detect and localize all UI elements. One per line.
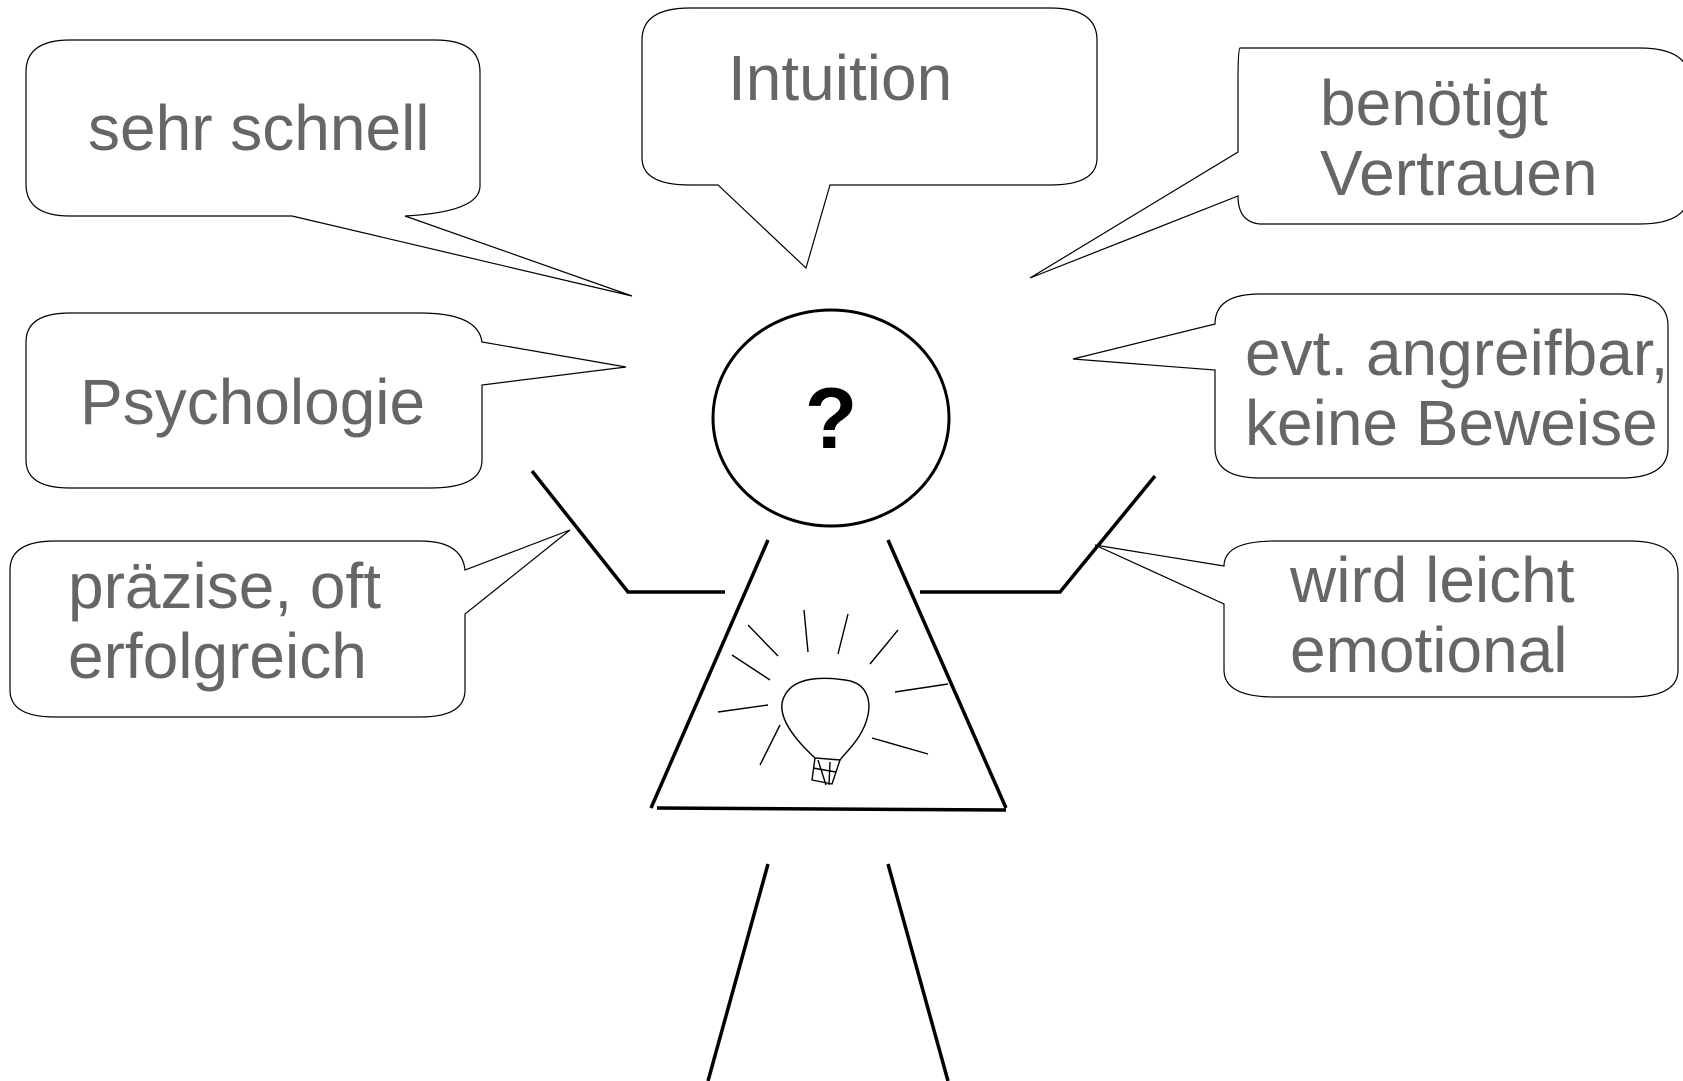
stick-figure: ?: [530, 308, 1157, 1081]
speech-bubble-shape: [1029, 47, 1683, 279]
bubble-benoetigt-vertrauen: benötigt Vertrauen: [1029, 47, 1683, 279]
bulb-base: [811, 757, 841, 786]
bulb-ray: [837, 613, 849, 655]
bulb-ray: [803, 609, 809, 653]
bubble-line: erfolgreich: [68, 620, 367, 692]
bulb-ray: [717, 704, 769, 713]
bubble-line: Psychologie: [80, 366, 425, 438]
bubble-line: evt. angreifbar,: [1245, 317, 1668, 389]
left-arm: [530, 469, 725, 594]
bubble-line: sehr schnell: [88, 92, 430, 164]
bubble-text: wird leicht emotional: [1289, 544, 1592, 686]
bubble-wird-leicht-emotional: wird leicht emotional: [1094, 540, 1679, 698]
bulb-ray: [869, 629, 899, 665]
bubble-line: Vertrauen: [1320, 137, 1598, 209]
speech-bubble-shape: [641, 7, 1098, 270]
speech-bubble-shape: [1094, 540, 1679, 698]
speech-bubble-shape: [9, 529, 571, 718]
torso-right-edge: [886, 539, 1008, 809]
bubble-line: keine Beweise: [1245, 387, 1658, 459]
torso-bottom-edge: [656, 806, 1007, 812]
bubble-text: präzise, oft erfolgreich: [68, 550, 399, 692]
bubble-evt-angreifbar: evt. angreifbar, keine Beweise: [1072, 293, 1683, 479]
bubble-line: präzise, oft: [68, 550, 381, 622]
head-question-mark: ?: [805, 371, 858, 467]
speech-bubble-shape: [1072, 293, 1669, 479]
bulb-ray: [747, 624, 779, 657]
bulb-glass: [781, 677, 870, 761]
bubble-psychologie: Psychologie: [25, 312, 627, 489]
bubble-text: evt. angreifbar, keine Beweise: [1245, 317, 1683, 459]
bubble-line: emotional: [1290, 614, 1568, 686]
bubble-intuition: Intuition: [641, 7, 1098, 270]
bubble-text: benötigt Vertrauen: [1320, 67, 1598, 209]
bubble-text: Psychologie: [80, 366, 425, 438]
right-leg: [886, 863, 950, 1081]
bubble-text: Intuition: [728, 42, 952, 114]
bubble-line: wird leicht: [1289, 544, 1575, 616]
bulb-ray: [894, 683, 949, 693]
speech-bubble-shape: [25, 39, 633, 297]
bulb-ray: [759, 724, 781, 766]
right-arm: [920, 474, 1157, 594]
bulb-ray: [731, 654, 771, 681]
bulb-ray: [871, 737, 929, 755]
bubble-sehr-schnell: sehr schnell: [25, 39, 633, 297]
bubble-line: benötigt: [1320, 67, 1548, 139]
left-leg: [706, 863, 770, 1081]
speech-bubble-shape: [25, 312, 627, 489]
bubble-praezise: präzise, oft erfolgreich: [9, 529, 571, 718]
torso-left-edge: [649, 539, 770, 809]
lightbulb-icon: [717, 609, 949, 786]
figure-head: [711, 308, 951, 528]
bubble-line: Intuition: [728, 42, 952, 114]
bubble-text: sehr schnell: [88, 92, 430, 164]
